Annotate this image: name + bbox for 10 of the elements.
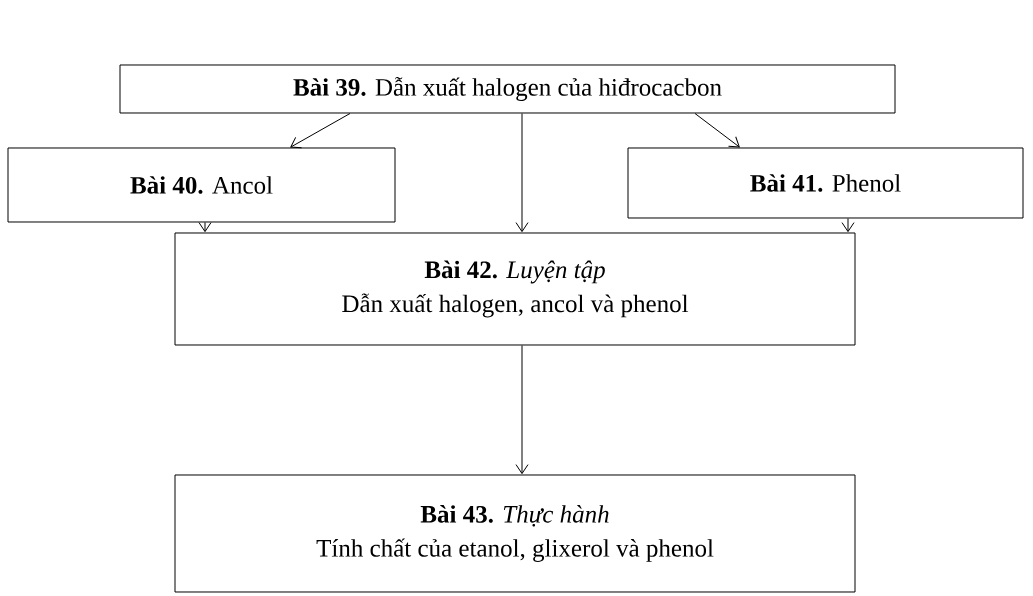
arrow <box>515 113 529 233</box>
arrow <box>841 218 855 233</box>
arrow <box>694 113 740 148</box>
lesson-box: Bài 43. Thực hành Tính chất của etanol, glixerol và phenol <box>174 474 856 593</box>
lesson-box: Bài 42. Luyện tập Dẫn xuất halogen, ancol và phenol <box>174 232 856 346</box>
arrow <box>515 345 529 475</box>
lesson-box: Bài 39. Dẫn xuất halogen của hiđrocacbon <box>119 64 896 114</box>
lesson-box: Bài 40. Ancol <box>7 147 396 223</box>
arrow <box>290 113 351 149</box>
lesson-box: Bài 41. Phenol <box>627 147 1024 219</box>
